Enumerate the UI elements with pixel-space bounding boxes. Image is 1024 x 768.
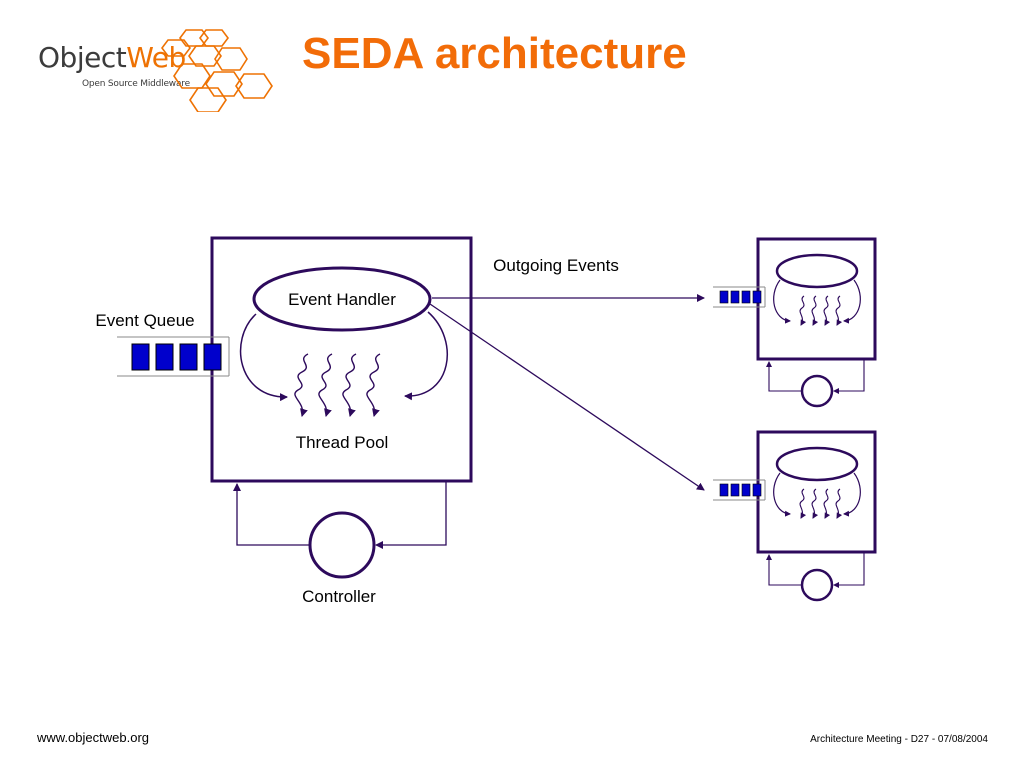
queue-slot <box>155 343 174 371</box>
logo-subtitle: Open Source Middleware <box>82 79 190 89</box>
stage-thread <box>835 488 843 519</box>
controller-feedback-out <box>233 483 310 546</box>
footer-meeting-info: Architecture Meeting - D27 - 07/08/2004 <box>810 734 988 745</box>
outgoing-events-label: Outgoing Events <box>493 256 619 275</box>
stage-feedback-in <box>833 359 865 394</box>
stage-loop-right <box>843 472 861 517</box>
stage-thread <box>799 488 807 519</box>
stage-loop-right <box>843 279 861 324</box>
logo-wordmark: ObjectWeb <box>38 44 186 72</box>
thread-pool-label: Thread Pool <box>296 433 389 452</box>
stage-feedback-out <box>766 361 802 392</box>
downstream-stage-2 <box>713 430 877 602</box>
stage-feedback-out <box>766 554 802 586</box>
loop-arrow-right <box>404 311 448 401</box>
queue-slot <box>752 483 762 497</box>
controller-feedback-in <box>375 481 447 549</box>
objectweb-logo: ObjectWeb Open Source Middleware <box>30 26 280 116</box>
stage-thread <box>823 295 831 326</box>
thread-pool-threads <box>294 353 381 417</box>
queue-slot <box>131 343 150 371</box>
controller-circle <box>308 511 376 579</box>
outgoing-arrow-bottom <box>429 303 705 491</box>
thread-squiggle <box>294 353 309 417</box>
stage-loop-left <box>773 279 791 324</box>
stage-feedback-in <box>833 552 865 588</box>
stage-thread <box>811 295 819 326</box>
stage-controller <box>800 568 834 602</box>
stage-controller <box>800 374 834 408</box>
stage-handler-ellipse <box>775 253 859 289</box>
event-handler-ellipse <box>252 266 432 332</box>
page-title: SEDA architecture <box>302 29 687 78</box>
queue-slot <box>179 343 198 371</box>
thread-squiggle <box>318 353 333 417</box>
queue-slot <box>741 290 751 304</box>
queue-slot <box>752 290 762 304</box>
footer-website: www.objectweb.org <box>37 730 149 745</box>
event-handler-label: Event Handler <box>288 290 396 309</box>
honeycomb-icon <box>161 29 273 112</box>
queue-slot <box>730 290 740 304</box>
stage-thread <box>811 488 819 519</box>
loop-arrow-left <box>239 313 288 402</box>
controller-label: Controller <box>302 587 376 606</box>
logo-object-text: Object <box>38 41 127 74</box>
queue-slot <box>719 483 729 497</box>
stage-thread <box>835 295 843 326</box>
event-queue-label: Event Queue <box>95 311 194 330</box>
logo-web-text: Web <box>126 41 186 74</box>
stage-handler-ellipse <box>775 446 859 482</box>
downstream-stage-1 <box>713 237 877 408</box>
stage-loop-left <box>773 472 791 517</box>
queue-slot <box>741 483 751 497</box>
thread-squiggle <box>366 353 381 417</box>
queue-slot <box>203 343 222 371</box>
stage-thread <box>823 488 831 519</box>
stage-thread <box>799 295 807 326</box>
queue-slot <box>730 483 740 497</box>
queue-slot <box>719 290 729 304</box>
event-queue <box>117 336 230 377</box>
thread-squiggle <box>342 353 357 417</box>
